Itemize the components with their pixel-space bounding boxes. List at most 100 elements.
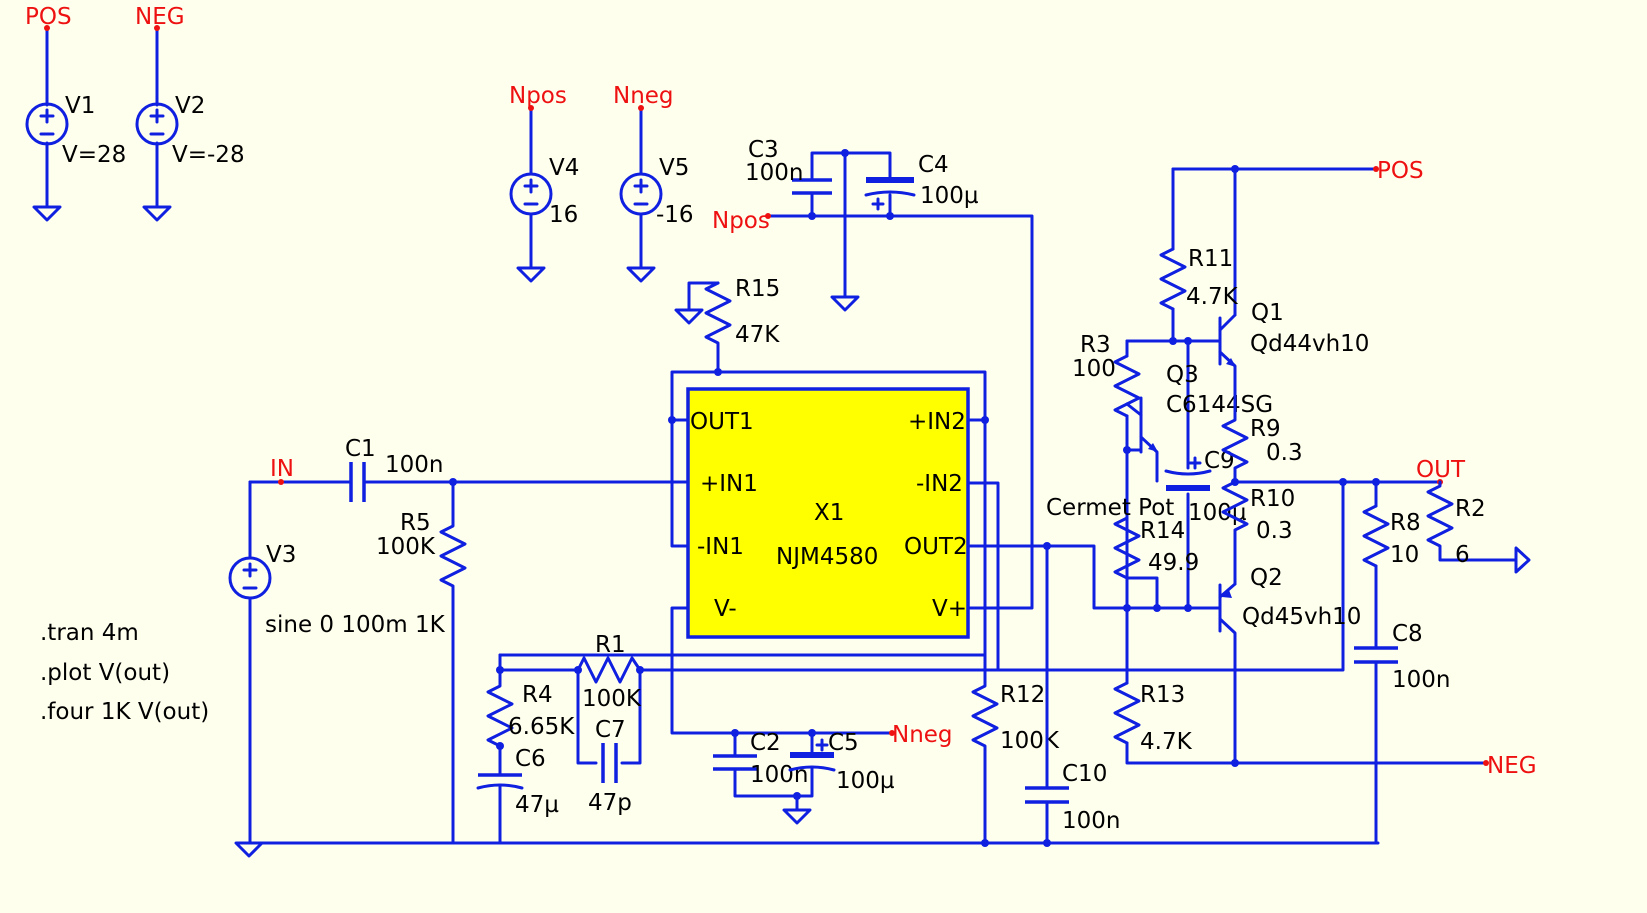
capacitor-c1[interactable] bbox=[349, 462, 366, 502]
capacitor-c4[interactable] bbox=[864, 177, 916, 211]
net-label-pos-2: POS bbox=[1377, 158, 1424, 184]
resistor-r3[interactable] bbox=[1113, 354, 1141, 418]
v3-value: sine 0 100m 1K bbox=[265, 612, 446, 638]
r11-value: 4.7K bbox=[1186, 284, 1239, 310]
resistor-r9[interactable] bbox=[1221, 389, 1249, 484]
x1-pin-vneg: V- bbox=[714, 596, 737, 622]
r14-note: Cermet Pot bbox=[1046, 495, 1174, 521]
c7-ref: C7 bbox=[595, 717, 626, 743]
capacitor-c9[interactable] bbox=[1164, 456, 1212, 491]
r10-value: 0.3 bbox=[1256, 518, 1293, 544]
v1-ref: V1 bbox=[65, 93, 95, 119]
resistor-r14-pot[interactable] bbox=[1113, 516, 1141, 580]
capacitor-c3[interactable] bbox=[792, 178, 832, 195]
v5-value: -16 bbox=[656, 202, 694, 228]
x1-pin-out1: OUT1 bbox=[690, 409, 754, 435]
x1-pin-in1n: -IN1 bbox=[697, 534, 744, 560]
resistor-r11[interactable] bbox=[1159, 247, 1187, 311]
x1-pin-in2n: -IN2 bbox=[916, 471, 963, 497]
c3-ref: C3 bbox=[748, 137, 779, 163]
source-v2[interactable] bbox=[135, 25, 179, 222]
r5-value: 100K bbox=[376, 534, 436, 560]
r14-value: 49.9 bbox=[1148, 550, 1199, 576]
v4-value: 16 bbox=[549, 202, 578, 228]
transistor-q1[interactable] bbox=[1216, 313, 1237, 393]
c1-value: 100n bbox=[385, 452, 443, 478]
c6-ref: C6 bbox=[515, 746, 546, 772]
resistor-r4[interactable] bbox=[486, 668, 514, 777]
x1-pin-in2p: +IN2 bbox=[908, 409, 966, 435]
q2-value: Qd45vh10 bbox=[1242, 604, 1361, 630]
x1-pin-out2: OUT2 bbox=[904, 534, 968, 560]
q1-ref: Q1 bbox=[1251, 300, 1284, 326]
resistor-r1[interactable] bbox=[576, 656, 642, 684]
c4-ref: C4 bbox=[918, 152, 949, 178]
source-v1[interactable] bbox=[25, 25, 69, 222]
q3-value: C6144SG bbox=[1166, 392, 1273, 418]
q1-value: Qd44vh10 bbox=[1250, 331, 1369, 357]
wire-x1-loops bbox=[668, 370, 1000, 735]
x1-ref: X1 bbox=[814, 500, 844, 526]
spice-directive-tran: .tran 4m bbox=[40, 620, 139, 646]
r13-value: 4.7K bbox=[1140, 729, 1193, 755]
c3-value: 100n bbox=[745, 160, 803, 186]
r9-ref: R9 bbox=[1250, 416, 1281, 442]
c8-value: 100n bbox=[1392, 667, 1450, 693]
c2-ref: C2 bbox=[750, 730, 781, 756]
r2-ref: R2 bbox=[1455, 496, 1486, 522]
net-label-neg-2: NEG bbox=[1487, 753, 1537, 779]
resistor-r5[interactable] bbox=[439, 480, 467, 845]
q3-ref: Q3 bbox=[1166, 362, 1199, 388]
source-v4[interactable] bbox=[509, 105, 553, 283]
v5-ref: V5 bbox=[659, 155, 689, 181]
wire-nneg-decoupling bbox=[731, 729, 895, 825]
net-label-pos: POS bbox=[25, 4, 72, 30]
x1-pin-in1p: +IN1 bbox=[700, 471, 758, 497]
r10-ref: R10 bbox=[1250, 486, 1295, 512]
wire-out2 bbox=[966, 542, 1190, 847]
resistor-r12[interactable] bbox=[971, 653, 999, 847]
resistor-r8[interactable] bbox=[1362, 504, 1390, 568]
net-label-neg: NEG bbox=[135, 4, 185, 30]
resistor-r13[interactable] bbox=[1113, 681, 1141, 745]
wire-pos-rail bbox=[1171, 165, 1379, 343]
capacitor-c8[interactable] bbox=[1354, 646, 1398, 664]
r15-value: 47K bbox=[735, 322, 780, 348]
r2-value: 6 bbox=[1455, 542, 1470, 568]
r3-ref: R3 bbox=[1080, 332, 1111, 358]
c4-value: 100µ bbox=[920, 183, 979, 209]
v4-ref: V4 bbox=[549, 155, 579, 181]
capacitor-c2[interactable] bbox=[713, 754, 757, 771]
r12-ref: R12 bbox=[1000, 682, 1045, 708]
x1-pin-vpos: V+ bbox=[932, 596, 967, 622]
r1-value: 100K bbox=[582, 686, 642, 712]
r4-ref: R4 bbox=[522, 682, 553, 708]
v2-ref: V2 bbox=[175, 93, 205, 119]
source-v5[interactable] bbox=[619, 105, 663, 283]
wire-npos-decoupling bbox=[765, 149, 1034, 610]
r8-value: 10 bbox=[1390, 542, 1419, 568]
r5-ref: R5 bbox=[400, 510, 431, 536]
opamp-x1[interactable] bbox=[686, 387, 970, 639]
capacitor-c6[interactable] bbox=[476, 773, 524, 845]
source-v3[interactable] bbox=[228, 556, 272, 600]
resistor-r2[interactable] bbox=[1426, 480, 1531, 574]
net-label-nneg-2: Nneg bbox=[892, 722, 953, 748]
capacitor-c10[interactable] bbox=[1025, 786, 1069, 804]
spice-directive-four: .four 1K V(out) bbox=[40, 699, 209, 725]
resistor-r10[interactable] bbox=[1221, 480, 1249, 586]
transistor-q3[interactable] bbox=[1125, 396, 1159, 483]
capacitor-c7[interactable] bbox=[601, 743, 618, 783]
r3-value: 100 bbox=[1072, 356, 1116, 382]
r11-ref: R11 bbox=[1188, 246, 1233, 272]
resistor-r15[interactable] bbox=[674, 281, 732, 376]
net-label-nneg: Nneg bbox=[613, 83, 674, 109]
spice-directive-plot: .plot V(out) bbox=[40, 660, 170, 686]
net-label-npos: Npos bbox=[509, 83, 567, 109]
capacitor-c5[interactable] bbox=[788, 738, 836, 772]
transistor-q2[interactable] bbox=[1186, 582, 1237, 765]
r1-ref: R1 bbox=[595, 632, 626, 658]
c5-ref: C5 bbox=[828, 730, 859, 756]
c1-ref: C1 bbox=[345, 436, 376, 462]
